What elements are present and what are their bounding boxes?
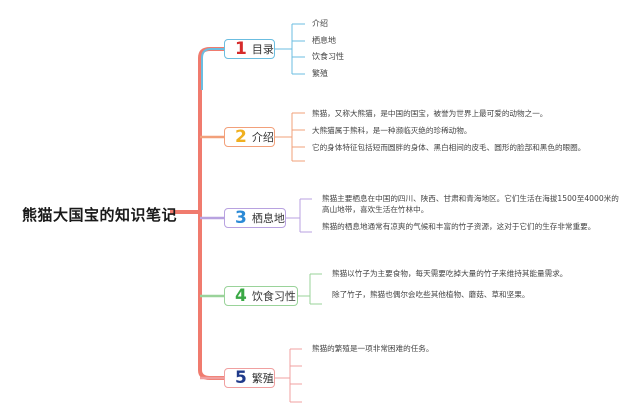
breeding-leaf-1: 熊猫的繁殖是一项非常困难的任务。 (312, 344, 434, 353)
toc-leaf-intro: 介绍 (312, 19, 328, 28)
branch-label-3: 栖息地 (251, 212, 285, 225)
branch-number-4: 4 (235, 285, 247, 306)
intro-leaf-3: 它的身体特征包括短而圆胖的身体、黑白相间的皮毛、圆形的脸部和黑色的眼圈。 (312, 143, 586, 152)
toc-leaf-diet: 饮食习性 (312, 52, 344, 61)
branch-label-1: 目录 (251, 43, 274, 56)
trunk-line (198, 47, 224, 380)
branch-node-1[interactable]: 1 目录 (224, 39, 275, 59)
diet-leaf-2: 除了竹子，熊猫也偶尔会吃些其他植物、蘑菇、草和坚果。 (332, 290, 530, 299)
toc-leaf-breeding: 繁殖 (312, 69, 328, 78)
leaf-connectors-1 (275, 23, 305, 75)
branch-number-1: 1 (235, 38, 247, 59)
toc-leaf-habitat: 栖息地 (312, 36, 336, 45)
leaf-connectors-4 (298, 273, 322, 305)
branch-node-3[interactable]: 3 栖息地 (224, 208, 286, 228)
root-title: 熊猫大国宝的知识笔记 (22, 206, 178, 224)
branch-number-3: 3 (235, 207, 247, 228)
leaf-connectors-2 (275, 112, 305, 162)
leaf-connectors-5 (275, 348, 302, 403)
branch-connector-1 (201, 48, 224, 90)
branch-node-5[interactable]: 5 繁殖 (224, 368, 275, 388)
branch-label-2: 介绍 (251, 131, 274, 144)
branch-label-5: 繁殖 (251, 372, 274, 385)
branch-number-5: 5 (235, 367, 247, 388)
branch-number-2: 2 (235, 126, 247, 147)
leaf-connectors-3 (286, 198, 312, 233)
branch-label-4: 饮食习性 (251, 290, 296, 303)
intro-leaf-2: 大熊猫属于熊科，是一种濒临灭绝的珍稀动物。 (312, 126, 472, 135)
habitat-leaf-2: 熊猫的栖息地通常有凉爽的气候和丰富的竹子资源，这对于它们的生存非常重要。 (322, 222, 596, 231)
habitat-leaf-1: 熊猫主要栖息在中国的四川、陕西、甘肃和青海地区。它们生活在海拔1500至4000… (322, 194, 619, 214)
intro-leaf-1: 熊猫，又称大熊猫，是中国的国宝，被誉为世界上最可爱的动物之一。 (312, 109, 548, 118)
diet-leaf-1: 熊猫以竹子为主要食物，每天需要吃掉大量的竹子来维持其能量需求。 (332, 269, 568, 278)
branch-node-2[interactable]: 2 介绍 (224, 127, 275, 147)
branch-node-4[interactable]: 4 饮食习性 (224, 286, 298, 306)
